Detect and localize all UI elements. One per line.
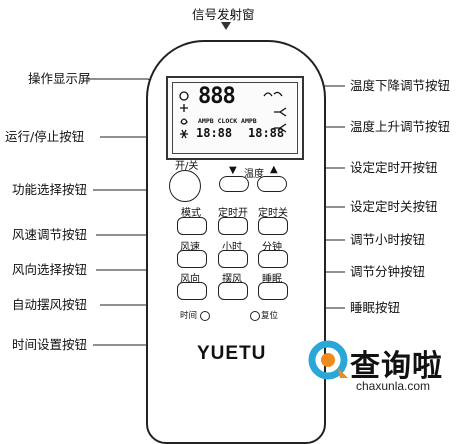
watermark-text: 查询啦 <box>350 349 443 384</box>
title-arrow-icon <box>221 22 231 30</box>
label-hour-button: 调节小时按钮 <box>350 232 426 247</box>
sleep-label: 睡眠 <box>262 274 282 285</box>
label-sleep-button: 睡眠按钮 <box>350 300 401 315</box>
watermark-url: chaxunla.com <box>356 379 431 393</box>
temp-up-arrow-icon: ▲ <box>270 164 278 175</box>
label-swing-dir-button: 风向选择按钮 <box>12 262 88 277</box>
swing-label: 摆风 <box>222 274 242 285</box>
label-minute-button: 调节分钟按钮 <box>350 264 426 279</box>
diagram-title: 信号发射窗 <box>192 7 255 22</box>
timer-on-button[interactable] <box>218 217 248 235</box>
remote-control-diagram: 信号发射窗 <box>5 7 451 444</box>
temp-label: 温度 <box>244 169 264 180</box>
auto-swing-button[interactable] <box>218 282 248 300</box>
timer-on-label: 定时开 <box>218 208 248 219</box>
reset-button[interactable] <box>250 311 260 321</box>
label-fan-button: 风速调节按钮 <box>12 227 88 242</box>
label-display-screen: 操作显示屏 <box>28 71 91 86</box>
label-timer-off-button: 设定定时关按钮 <box>350 199 438 214</box>
label-time-set-button: 时间设置按钮 <box>12 337 88 352</box>
minute-button[interactable] <box>258 250 288 268</box>
swing-dir-label: 风向 <box>180 274 200 285</box>
label-power-button: 运行/停止按钮 <box>5 129 85 144</box>
lcd-time-off: 18:88 <box>248 126 285 140</box>
timer-off-label: 定时关 <box>258 208 288 219</box>
fan-speed-button[interactable] <box>177 250 207 268</box>
label-temp-up-button: 温度上升调节按钮 <box>350 119 451 134</box>
label-mode-button: 功能选择按钮 <box>12 182 88 197</box>
label-timer-on-button: 设定定时开按钮 <box>350 160 438 175</box>
power-button[interactable] <box>169 170 201 202</box>
reset-label: 复位 <box>261 311 279 321</box>
minute-label: 分钟 <box>262 242 282 253</box>
time-label: 时间 <box>180 311 198 321</box>
hour-label: 小时 <box>222 242 242 253</box>
label-temp-down-button: 温度下降调节按钮 <box>350 78 451 93</box>
lcd-temp-digits: 888 <box>198 84 236 109</box>
lcd-display: 888 AMPB CLOCK AMPB 18:88 18:88 <box>166 76 304 160</box>
power-label: 开/关 <box>175 161 199 172</box>
label-auto-swing-button: 自动摆风按钮 <box>12 297 88 312</box>
mode-button[interactable] <box>177 217 207 235</box>
lcd-mode-icons <box>179 91 287 139</box>
watermark-logo-icon <box>308 340 348 380</box>
timer-off-button[interactable] <box>258 217 288 235</box>
temp-down-arrow-icon: ▼ <box>229 165 237 176</box>
sleep-button[interactable] <box>258 282 288 300</box>
fan-label: 风速 <box>180 242 200 253</box>
lcd-clock-label: AMPB CLOCK AMPB <box>198 117 257 125</box>
hour-button[interactable] <box>218 250 248 268</box>
lcd-time-on: 18:88 <box>196 126 233 140</box>
brand-logo: YUETU <box>197 343 267 364</box>
temp-up-button[interactable] <box>257 176 287 192</box>
temp-down-button[interactable] <box>219 176 249 192</box>
swing-direction-button[interactable] <box>177 282 207 300</box>
mode-label: 模式 <box>181 208 201 219</box>
time-set-button[interactable] <box>200 311 210 321</box>
